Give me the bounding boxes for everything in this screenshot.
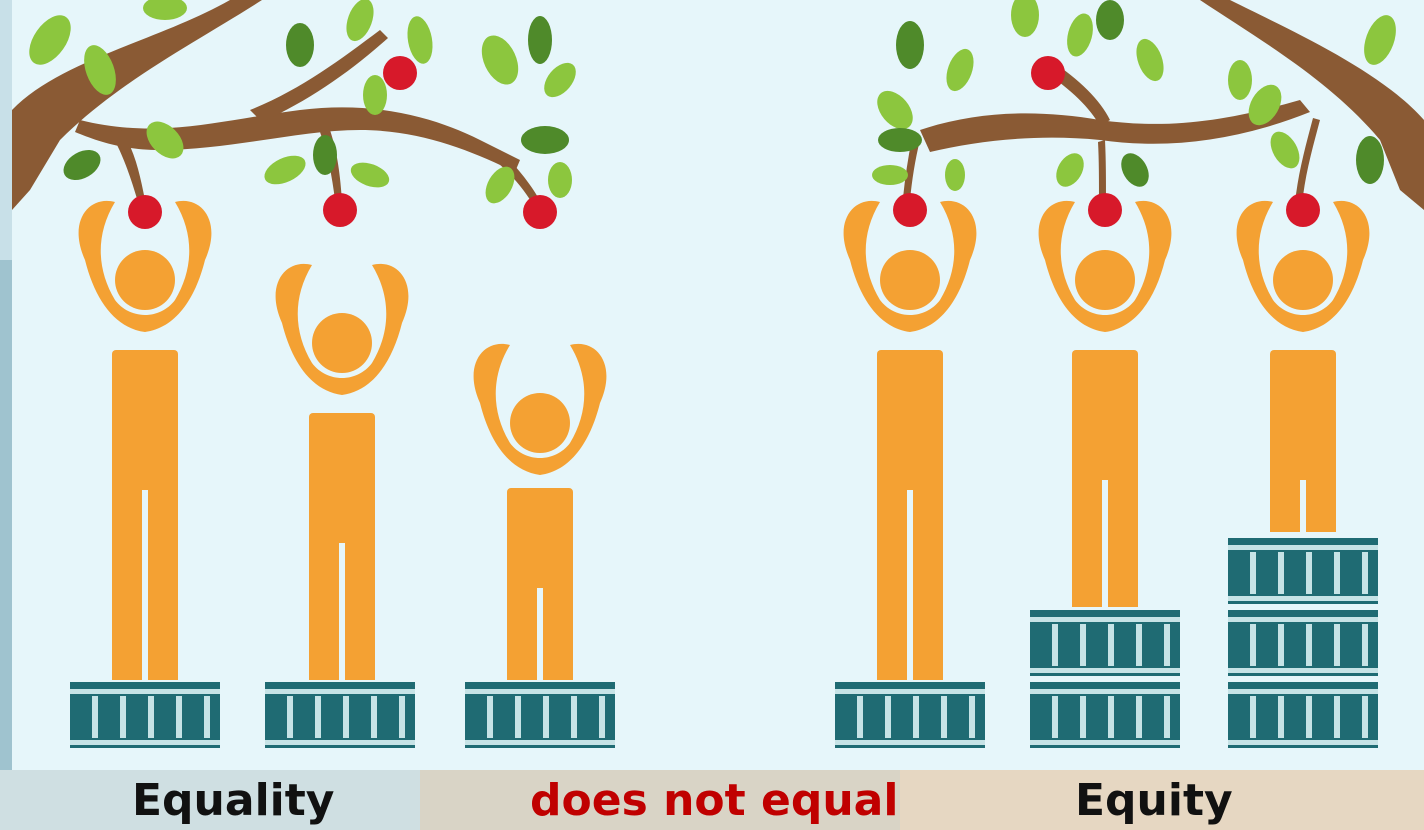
person-reaching-icon xyxy=(1236,200,1370,532)
caption-equality: Equality xyxy=(132,775,335,826)
person-reaching-icon xyxy=(843,200,977,680)
person-reaching-icon xyxy=(78,200,212,680)
crate-icon xyxy=(1228,610,1378,676)
person-reaching-icon xyxy=(1038,200,1172,607)
crate-icon xyxy=(1228,682,1378,748)
crate-icon xyxy=(835,682,985,748)
person-reaching-icon xyxy=(275,263,409,680)
apple-icon xyxy=(1088,193,1122,227)
crate-icon xyxy=(70,682,220,748)
apple-icon xyxy=(128,195,162,229)
apple-icon xyxy=(1286,193,1320,227)
apple-icon xyxy=(1031,56,1065,90)
tree-right xyxy=(872,0,1424,210)
apple-icon xyxy=(383,56,417,90)
panel-background xyxy=(12,0,1424,770)
caption-does-not-equal: does not equal xyxy=(530,775,899,826)
crate-icon xyxy=(265,682,415,748)
person-reaching-icon xyxy=(473,343,607,680)
tree-left xyxy=(12,0,576,210)
apple-icon xyxy=(523,195,557,229)
crate-icon xyxy=(1228,538,1378,604)
caption-equity: Equity xyxy=(1075,775,1233,826)
crate-icon xyxy=(1030,610,1180,676)
apple-icon xyxy=(893,193,927,227)
illustration-panel xyxy=(12,0,1424,770)
crate-icon xyxy=(1030,682,1180,748)
crate-icon xyxy=(465,682,615,748)
apple-icon xyxy=(323,193,357,227)
